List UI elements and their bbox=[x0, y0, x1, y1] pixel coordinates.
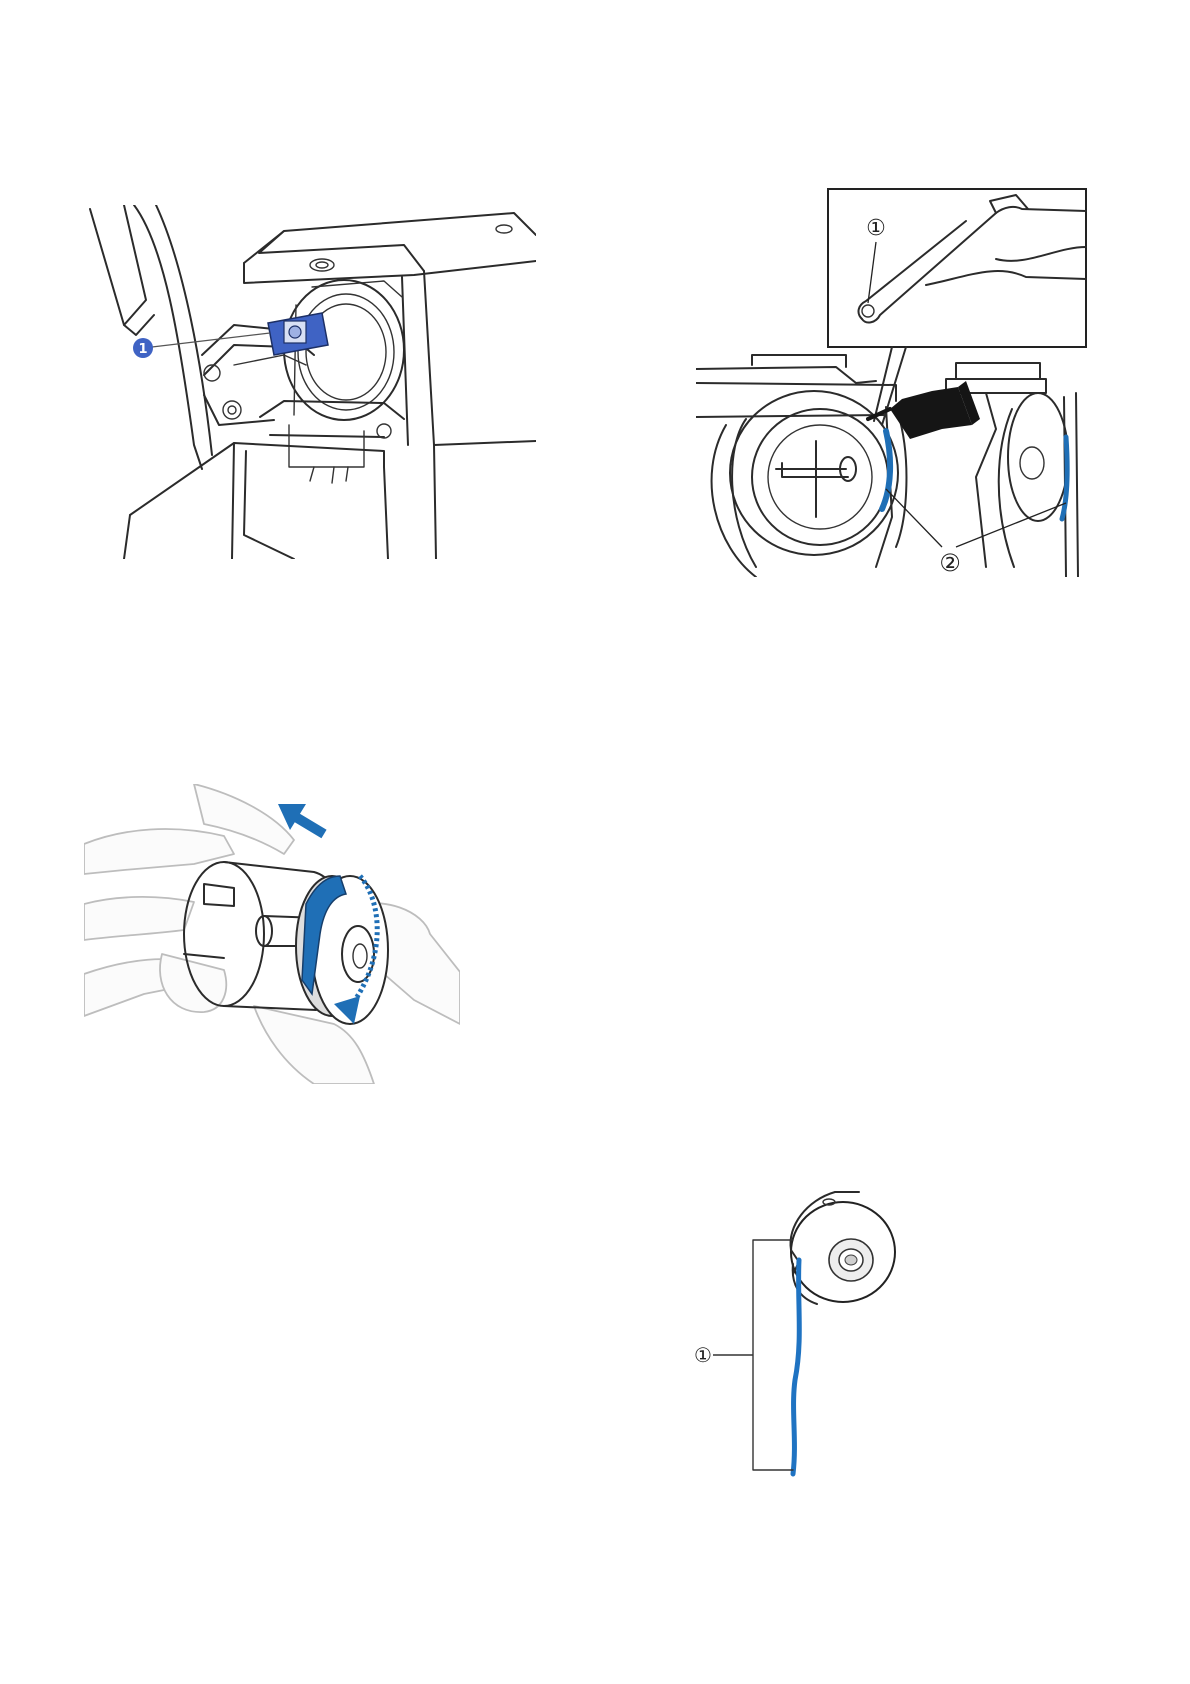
figure-hook-cover: 1 bbox=[84, 205, 536, 559]
figure-oiling: ① bbox=[696, 187, 1088, 577]
thread-length-callout: ① bbox=[694, 1343, 712, 1367]
inset-oil-cap-detail: ① bbox=[828, 189, 1086, 347]
callout-2: ② bbox=[939, 549, 961, 577]
inset-callout-1: ① bbox=[866, 216, 886, 241]
callout-1-badge: 1 bbox=[133, 338, 153, 358]
figure-bobbin-case-thread: ① bbox=[683, 1180, 943, 1480]
callout-1-label: 1 bbox=[138, 342, 147, 357]
hook-cover-plate bbox=[268, 313, 328, 355]
figure-bobbin-insert bbox=[84, 784, 460, 1084]
bobbin-case-illustration bbox=[790, 1192, 895, 1304]
machine-body-illustration bbox=[90, 205, 536, 559]
hook-race-illustration bbox=[696, 355, 1078, 577]
thread-tail bbox=[793, 1260, 799, 1474]
